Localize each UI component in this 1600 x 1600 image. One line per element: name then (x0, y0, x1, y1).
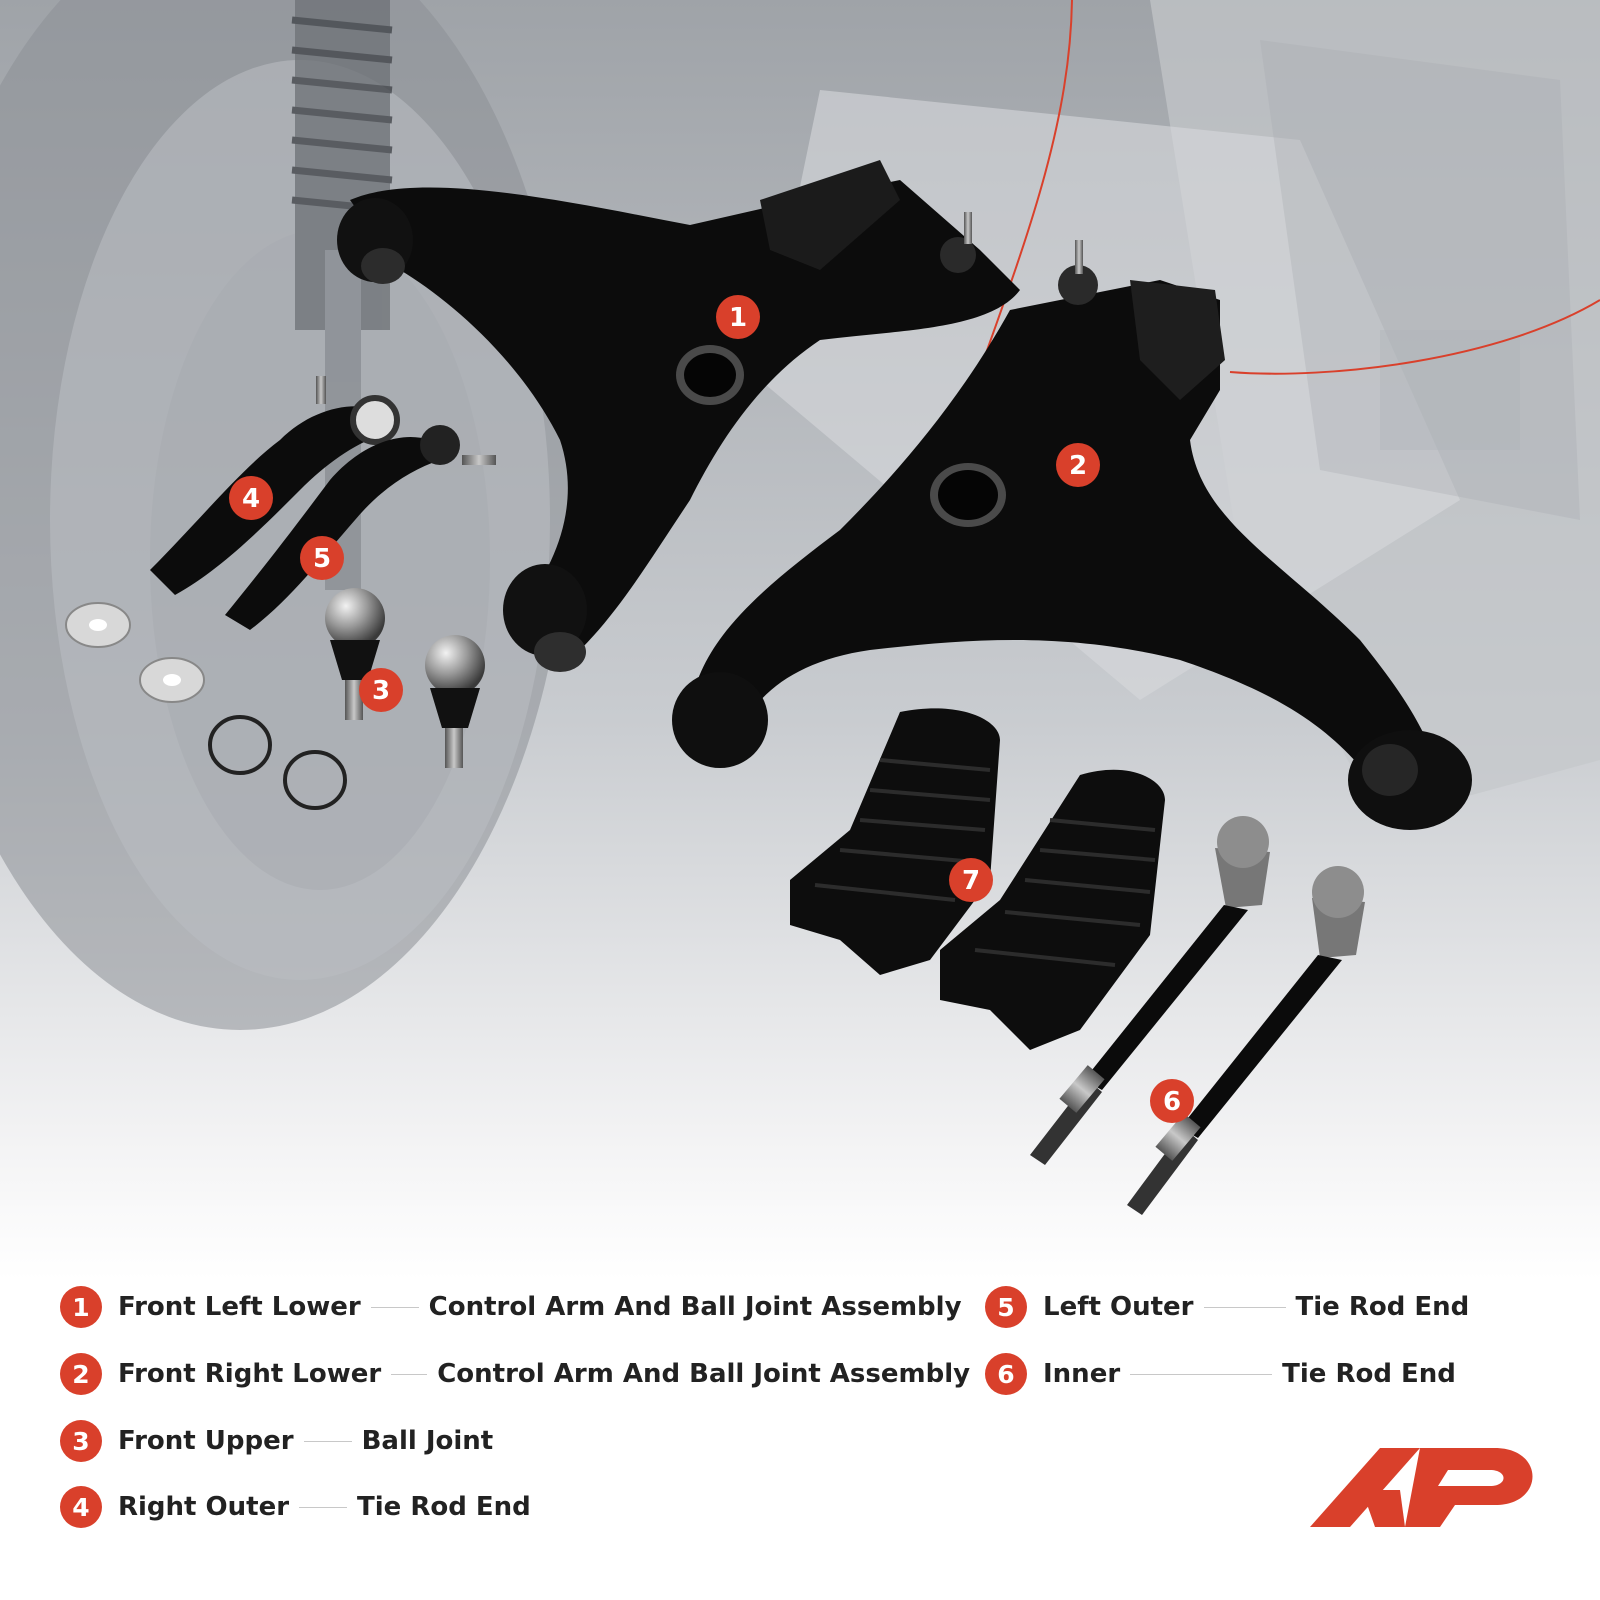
legend-row-3: 3 Front Upper Ball Joint (60, 1420, 493, 1462)
legend-row-4: 4 Right Outer Tie Rod End (60, 1486, 531, 1528)
legend-number: 6 (985, 1353, 1027, 1395)
callout-4: 4 (229, 476, 273, 520)
legend-position: Front Left Lower (118, 1292, 361, 1322)
legend-divider (370, 1306, 419, 1308)
legend-number: 1 (60, 1286, 102, 1328)
legend-part: Tie Rod End (357, 1492, 531, 1522)
legend-row-5: 5 Left Outer Tie Rod End (985, 1286, 1469, 1328)
brand-logo (1310, 1448, 1533, 1527)
svg-text:5: 5 (313, 544, 331, 574)
callout-7: 7 (949, 858, 993, 902)
svg-text:3: 3 (372, 676, 390, 706)
legend-divider (391, 1373, 428, 1375)
callout-6: 6 (1150, 1079, 1194, 1123)
legend-divider (1203, 1306, 1286, 1308)
legend-row-1: 1 Front Left Lower Control Arm And Ball … (60, 1286, 962, 1328)
callout-3: 3 (359, 668, 403, 712)
legend-position: Front Upper (118, 1426, 294, 1456)
legend-part: Control Arm And Ball Joint Assembly (437, 1359, 971, 1389)
rack-boots (790, 708, 1165, 1050)
svg-text:1: 1 (729, 303, 747, 333)
svg-text:2: 2 (1069, 451, 1087, 481)
legend-part: Tie Rod End (1282, 1359, 1456, 1389)
legend-position: Right Outer (118, 1492, 290, 1522)
washers-and-rings (65, 602, 347, 810)
legend-number: 4 (60, 1486, 102, 1528)
control-arm-left (337, 160, 1020, 672)
upper-ball-joints (325, 588, 485, 768)
legend-row-2: 2 Front Right Lower Control Arm And Ball… (60, 1353, 970, 1395)
legend-divider (303, 1440, 352, 1442)
callout-2: 2 (1056, 443, 1100, 487)
callout-5: 5 (300, 536, 344, 580)
callout-1: 1 (716, 295, 760, 339)
legend-divider (299, 1506, 348, 1508)
svg-text:4: 4 (242, 484, 260, 514)
legend-number: 2 (60, 1353, 102, 1395)
legend-divider (1130, 1373, 1273, 1375)
legend-part: Tie Rod End (1295, 1292, 1470, 1322)
svg-text:6: 6 (1163, 1087, 1181, 1117)
inner-tie-rods (1030, 816, 1365, 1215)
legend-position: Front Right Lower (118, 1359, 382, 1389)
legend-position: Left Outer (1043, 1292, 1194, 1322)
svg-text:7: 7 (962, 866, 980, 896)
control-arm-right (672, 240, 1472, 830)
legend-number: 3 (60, 1420, 102, 1462)
legend-number: 5 (985, 1286, 1027, 1328)
legend-position: Inner (1043, 1359, 1121, 1389)
legend-part: Control Arm And Ball Joint Assembly (428, 1292, 962, 1322)
legend-row-6: 6 Inner Tie Rod End (985, 1353, 1456, 1395)
legend-part: Ball Joint (361, 1426, 494, 1456)
